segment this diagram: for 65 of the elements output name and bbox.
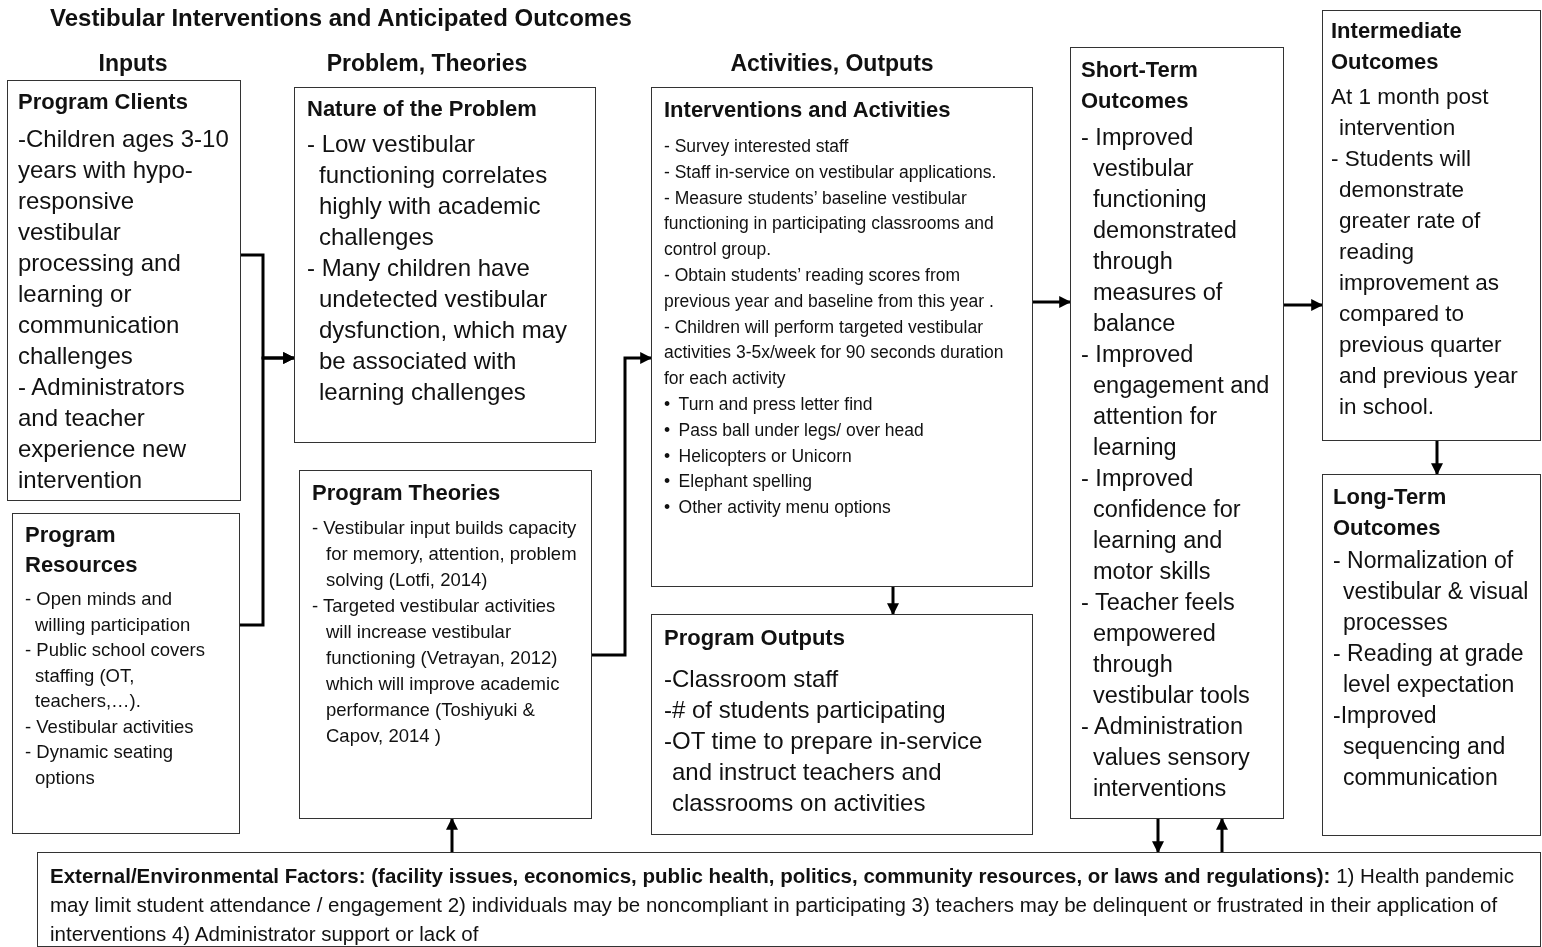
text-box bbox=[12, 513, 240, 834]
text-box bbox=[1322, 474, 1541, 836]
text-box bbox=[7, 80, 241, 501]
box-text: -Children ages 3-10 years with hypo-responsive vestibular processing and learning or communication challenges bbox=[18, 124, 230, 371]
diagram-title: Vestibular Interventions and Anticipated Outcomes bbox=[50, 4, 632, 32]
box-text: • Turn and press letter find bbox=[664, 392, 874, 416]
box-text: - Targeted vestibular activities will increase vestibular functioning (Vetrayan, 2012) which will improve academic performance (Toshiyuki & Capov, 2014 ) bbox=[312, 594, 561, 748]
box-heading: Program Outputs bbox=[664, 624, 846, 652]
box-text: - Improved vestibular functioning demonstrated through measures of balance bbox=[1081, 123, 1238, 338]
box-text: - Improved confidence for learning and motor skills bbox=[1081, 464, 1242, 586]
box-text: - Obtain students’ reading scores from previous year and baseline from this year . bbox=[664, 264, 995, 313]
column-heading: Problem, Theories bbox=[326, 50, 528, 77]
text-box bbox=[651, 614, 1033, 835]
box-text: -Classroom staff bbox=[664, 664, 840, 694]
box-text: - Vestibular activities bbox=[25, 714, 195, 739]
box-text: -# of students participating bbox=[664, 695, 947, 725]
box-text: External/Environmental Factors: (facility issues, economics, public health, politics, community resources, or laws and regulations): 1) Health pandemic may limit student attendance / engagement 2) individuals may be noncompliant in participating 3) teachers may be delinquent or frustrated in their application of interventions 4) Administrator support or lack of bbox=[50, 863, 1515, 947]
arrow bbox=[240, 352, 296, 627]
box-text: - Low vestibular functioning correlates highly with academic challenges bbox=[307, 129, 549, 252]
box-text: -OT time to prepare in-service and instruct teachers and classrooms on activities bbox=[664, 726, 984, 818]
box-heading: Interventions and Activities bbox=[664, 96, 952, 124]
text-box bbox=[651, 87, 1033, 587]
arrow bbox=[446, 817, 458, 852]
box-text: • Pass ball under legs/ over head bbox=[664, 418, 925, 442]
box-text: - Teacher feels empowered through vestibular tools bbox=[1081, 588, 1251, 710]
column-heading: Activities, Outputs bbox=[730, 50, 934, 77]
box-text: -Improved sequencing and communication bbox=[1333, 701, 1507, 792]
box-text: - Survey interested staff bbox=[664, 135, 850, 158]
box-heading: Nature of the Problem bbox=[307, 95, 538, 123]
arrow bbox=[1216, 817, 1228, 852]
box-text: - Vestibular input builds capacity for memory, attention, problem solving (Lotfi, 2014) bbox=[312, 516, 578, 592]
arrow bbox=[887, 587, 899, 616]
box-text: - Administration values sensory interventions bbox=[1081, 712, 1251, 803]
box-text: - Many children have undetected vestibular dysfunction, which may be associated with learning challenges bbox=[307, 253, 569, 407]
arrow bbox=[1284, 299, 1324, 311]
box-text: • Other activity menu options bbox=[664, 496, 892, 520]
box-text: At 1 month post intervention bbox=[1331, 83, 1490, 142]
box-text: - Measure students’ baseline vestibular functioning in participating classrooms and control group. bbox=[664, 186, 995, 262]
box-text: • Helicopters or Unicorn bbox=[664, 444, 853, 468]
box-heading: Program Theories bbox=[312, 479, 502, 507]
arrow bbox=[1431, 441, 1443, 476]
box-text: - Improved engagement and attention for learning bbox=[1081, 340, 1271, 462]
arrow bbox=[592, 352, 653, 657]
box-heading: Program Resources bbox=[25, 521, 139, 579]
box-text: - Administrators and teacher experience new intervention bbox=[18, 372, 188, 495]
box-heading: Short-Term Outcomes bbox=[1081, 56, 1199, 115]
box-text: - Children will perform targeted vestibular activities 3-5x/week for 90 seconds duration for each activity bbox=[664, 315, 1005, 391]
box-text: - Dynamic seating options bbox=[25, 740, 175, 790]
box-text: • Elephant spelling bbox=[664, 470, 813, 494]
arrow bbox=[1152, 819, 1164, 854]
arrow bbox=[1033, 296, 1072, 308]
box-heading: Intermediate Outcomes bbox=[1331, 17, 1463, 76]
box-text: - Reading at grade level expectation bbox=[1333, 639, 1525, 699]
box-text: - Public school covers staffing (OT, teachers,…). bbox=[25, 638, 206, 713]
box-text: - Normalization of vestibular & visual processes bbox=[1333, 546, 1530, 637]
box-text: - Students will demonstrate greater rate of reading improvement as compared to previous quarter and previous year in school. bbox=[1331, 145, 1519, 421]
text-box bbox=[1322, 10, 1541, 441]
box-text: - Staff in-service on vestibular applications. bbox=[664, 160, 998, 184]
box-heading: Long-Term Outcomes bbox=[1333, 483, 1448, 542]
column-heading: Inputs bbox=[98, 50, 168, 77]
text-box bbox=[294, 87, 596, 443]
box-heading: Program Clients bbox=[18, 88, 189, 116]
text-box bbox=[1070, 47, 1284, 819]
text-box bbox=[299, 470, 592, 819]
box-text: - Open minds and willing participation bbox=[25, 587, 192, 637]
